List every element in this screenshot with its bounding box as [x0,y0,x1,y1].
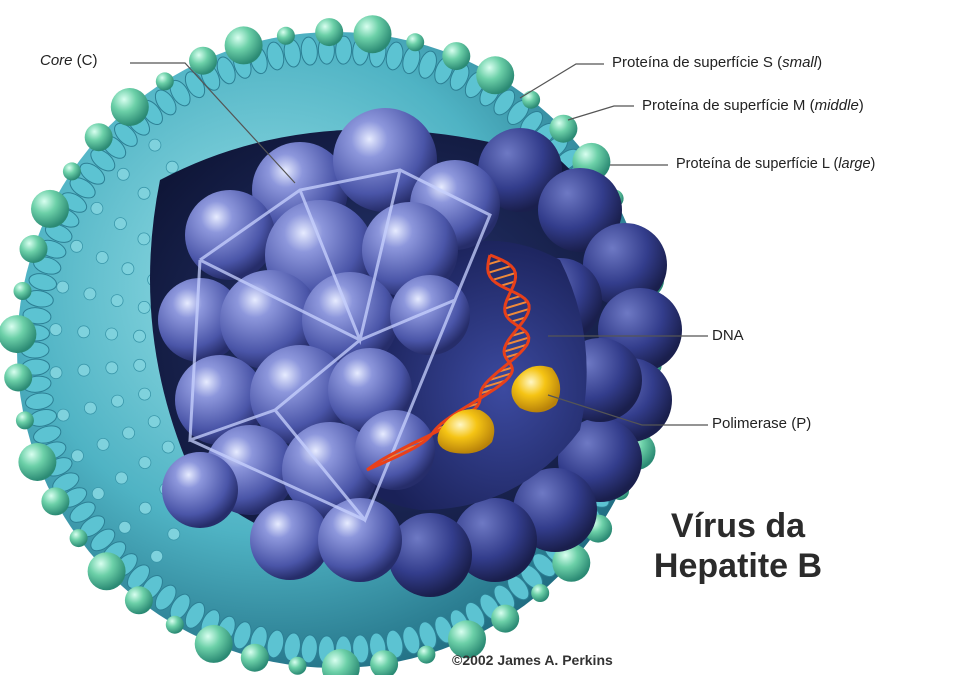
diagram-title: Vírus da Hepatite B [618,506,858,586]
envelope-cell [84,402,96,414]
capsomer-sphere [318,498,402,582]
envelope-cell [50,324,62,336]
surface-protein-knob [31,190,69,228]
envelope-cell [148,416,160,428]
envelope-cell [72,450,84,462]
envelope-cell [134,330,146,342]
envelope-cell [149,139,161,151]
envelope-cell [138,301,150,313]
envelope-cell [134,359,146,371]
surface-protein-knob [16,411,34,429]
envelope-cell [84,288,96,300]
label-protein-s: Proteína de superfície S (small) [612,54,822,71]
envelope-cell [122,263,134,275]
surface-protein-knob [417,646,435,664]
envelope-cell [117,168,129,180]
surface-protein-knob [4,364,32,392]
label-polymerase: Polimerase (P) [712,415,811,432]
envelope-cell [168,528,180,540]
envelope-cell [166,161,178,173]
surface-protein-knob [125,586,153,614]
envelope-cell [111,295,123,307]
surface-protein-knob [88,552,126,590]
surface-protein-knob [20,235,48,263]
surface-protein-knob [531,584,549,602]
core-bump [388,513,472,597]
surface-protein-knob [18,443,56,481]
surface-protein-knob [111,88,149,126]
envelope-cell [114,218,126,230]
surface-protein-knob [406,33,424,51]
envelope-cell [112,395,124,407]
surface-protein-knob [354,15,392,53]
envelope-cell [96,252,108,264]
title-line-1: Vírus da [618,506,858,546]
surface-protein-knob [63,162,81,180]
envelope-cell [139,502,151,514]
leader-protein-m [568,106,634,120]
envelope-cell [138,187,150,199]
envelope-cell [116,472,128,484]
envelope-cell [123,427,135,439]
capsomer-sphere [162,452,238,528]
surface-protein-knob [442,42,470,70]
surface-protein-knob [241,644,269,672]
envelope-cell [139,388,151,400]
surface-protein-knob [70,529,88,547]
surface-protein-knob [522,91,540,109]
surface-protein-knob [195,625,233,663]
envelope-cell [97,438,109,450]
surface-protein-knob [41,487,69,515]
surface-protein-knob [156,72,174,90]
surface-protein-knob [0,315,36,353]
envelope-cell [57,409,69,421]
envelope-cell [92,488,104,500]
title-line-2: Hepatite B [618,546,858,586]
envelope-cell [119,521,131,533]
label-core: Core (C) [40,52,98,69]
surface-protein-knob [14,282,32,300]
surface-protein-knob [225,26,263,64]
label-protein-m: Proteína de superfície M (middle) [642,97,864,114]
surface-protein-knob [289,657,307,675]
envelope-cell [57,281,69,293]
envelope-cell [91,202,103,214]
envelope-cell [78,326,90,338]
copyright-notice: ©2002 James A. Perkins [452,652,613,668]
surface-protein-knob [189,47,217,75]
envelope-cell [106,328,118,340]
capsomer-sphere [390,275,470,355]
envelope-cell [151,550,163,562]
envelope-cell [138,233,150,245]
surface-protein-knob [315,18,343,46]
envelope-cell [78,364,90,376]
envelope-cell [106,362,118,374]
label-protein-l: Proteína de superfície L (large) [676,156,875,172]
surface-protein-knob [277,27,295,45]
label-dna: DNA [712,327,744,344]
envelope-cell [139,457,151,469]
surface-protein-knob [85,123,113,151]
surface-protein-knob [476,56,514,94]
envelope-cell [50,367,62,379]
envelope-cell [162,441,174,453]
surface-protein-knob [491,605,519,633]
envelope-cell [71,240,83,252]
surface-protein-knob [166,616,184,634]
